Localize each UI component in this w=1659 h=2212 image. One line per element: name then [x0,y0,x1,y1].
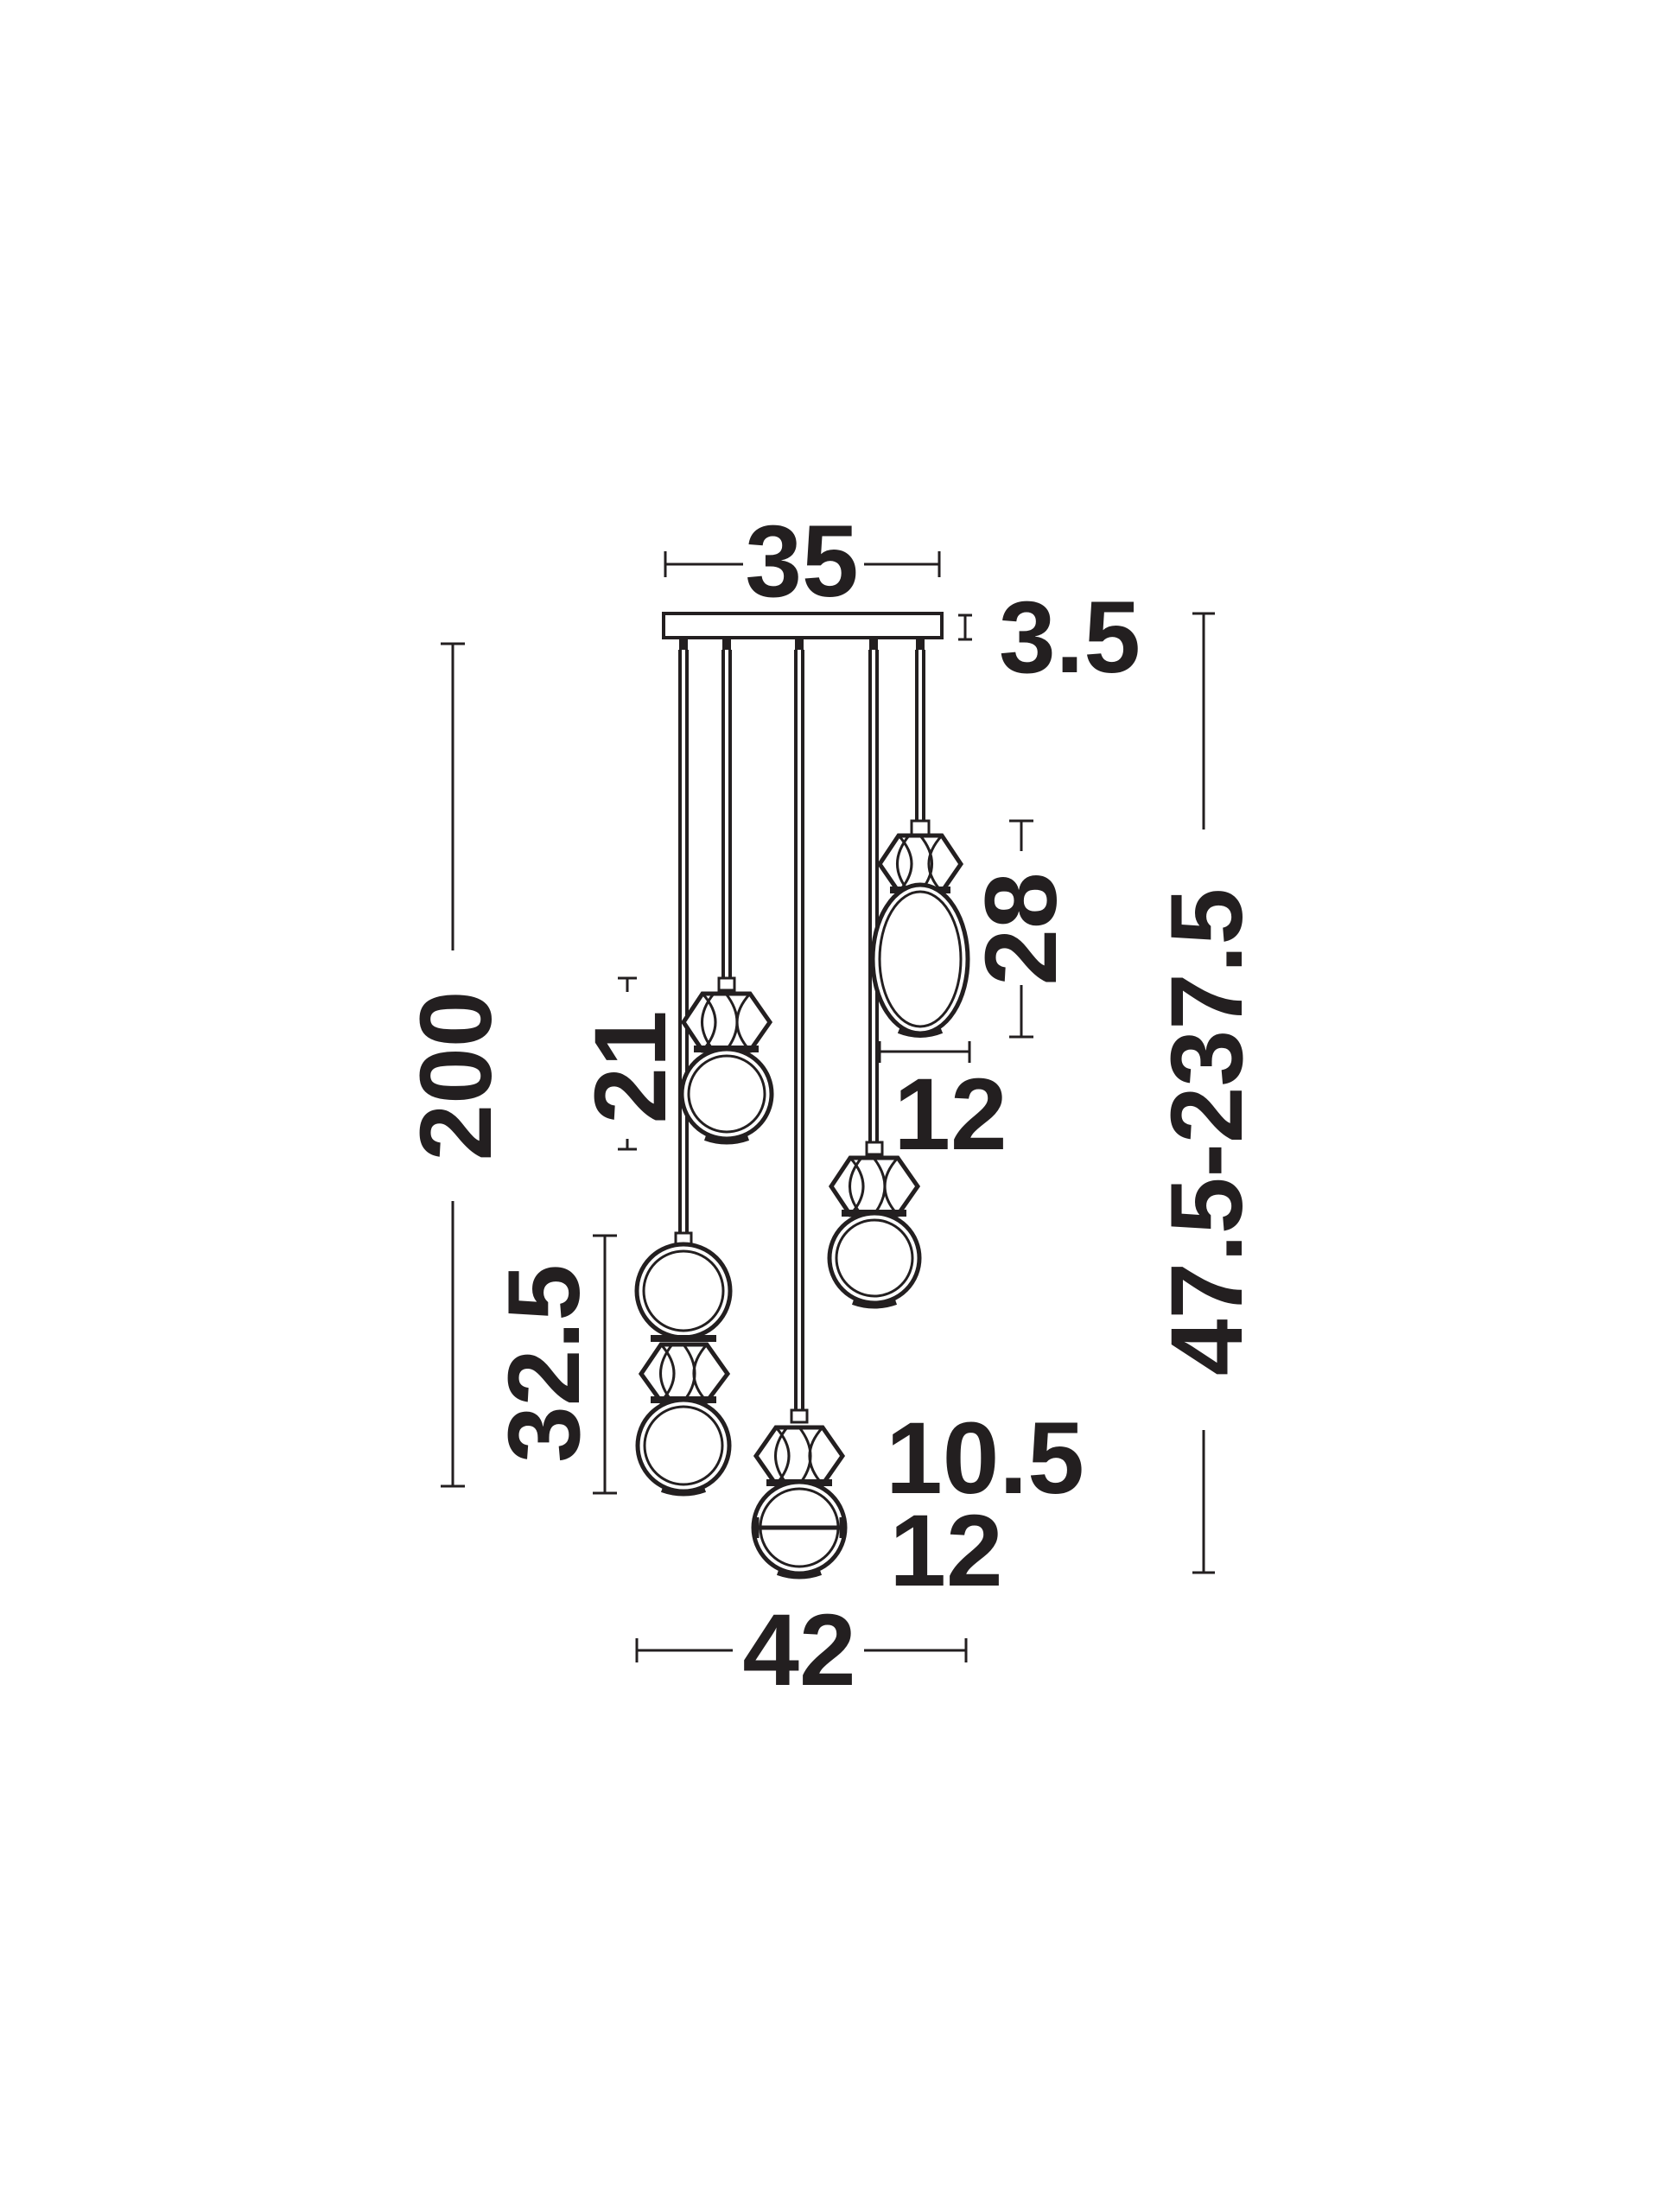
mid-right-pendant [827,1141,922,1309]
small-pendant-height-label: 21 [574,1010,688,1123]
oval-height-dimension: 28 [964,819,1078,1039]
bottom-pendant-diameter-dimension [754,1517,844,1538]
oval-pendant [870,819,970,1038]
ceiling-canopy [662,612,944,650]
bottom-pendant [751,1408,848,1580]
canopy-width-label: 35 [745,505,858,619]
bottom-pendant-diameter-label: 12 [889,1494,1002,1608]
double-globe-height-dimension: 32.5 [487,1234,617,1495]
overall-width-label: 42 [742,1593,855,1707]
total-height-dimension: 47.5-237.5 [1150,612,1264,1574]
canopy-height-label: 3.5 [999,581,1141,695]
small-pendant-height-dimension: 21 [574,976,688,1151]
double-globe-height-label: 32.5 [487,1264,601,1463]
canopy-width-dimension: 35 [664,505,941,619]
oval-diameter-label: 12 [893,1058,1007,1172]
overall-width-dimension: 42 [635,1593,968,1707]
canopy-height-dimension: 3.5 [958,581,1141,695]
total-height-label: 47.5-237.5 [1150,888,1264,1376]
oval-diameter-dimension: 12 [878,1041,1007,1172]
suspension-cables [678,650,925,1410]
cable-length-dimension: 200 [399,642,513,1488]
small-pendant [679,976,774,1145]
oval-height-label: 28 [964,872,1078,985]
bottom-pendant-height-label: 10.5 [886,1402,1084,1516]
cable-length-label: 200 [399,991,513,1161]
double-globe-pendant [634,1231,733,1497]
